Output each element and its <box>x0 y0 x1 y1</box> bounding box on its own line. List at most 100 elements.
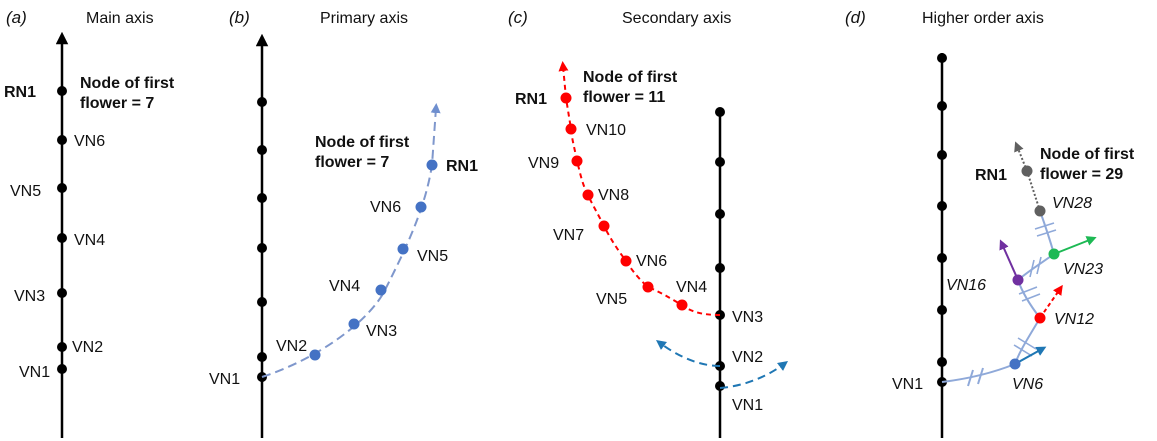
vn28-node <box>1034 205 1046 217</box>
vn9-node <box>571 155 583 167</box>
vn1-node <box>57 364 67 374</box>
vn23-label: VN23 <box>1063 261 1103 278</box>
vn23-arrow <box>1053 236 1097 255</box>
vn9-label: VN9 <box>528 155 559 172</box>
vn4-label: VN4 <box>74 232 105 249</box>
annotation-line-1: Node of first <box>315 134 410 151</box>
main-node <box>937 53 947 63</box>
main-node <box>257 145 267 155</box>
vn28-label: VN28 <box>1052 195 1092 212</box>
annotation-line-1: Node of first <box>583 69 678 86</box>
vn7-label: VN7 <box>553 227 584 244</box>
vn1-branch-arrow <box>719 361 789 389</box>
panel-c-letter: (c) <box>508 8 528 27</box>
vn3-label: VN3 <box>732 309 763 326</box>
vn16-arrow <box>999 239 1019 281</box>
panel-a-letter: (a) <box>6 8 27 27</box>
annotation-line-2: flower = 29 <box>1040 166 1123 183</box>
vn4-node <box>676 299 688 311</box>
panel-b-letter: (b) <box>229 8 250 27</box>
main-node <box>715 263 725 273</box>
panel-d-title: Higher order axis <box>922 10 1044 27</box>
vn6-label: VN6 <box>74 133 105 150</box>
vn6-label: VN6 <box>1012 376 1043 393</box>
panel-a-title: Main axis <box>86 10 154 27</box>
annotation-line-1: Node of first <box>1040 146 1135 163</box>
annotation-line-1: Node of first <box>80 75 175 92</box>
main-node <box>937 201 947 211</box>
panel-d-letter: (d) <box>845 8 866 27</box>
bracket-mark <box>1018 286 1038 295</box>
annotation-line-2: flower = 11 <box>583 89 665 106</box>
vn5-label: VN5 <box>596 291 627 308</box>
vn12-label: VN12 <box>1054 311 1094 328</box>
vn23-node <box>1048 248 1060 260</box>
main-node <box>257 352 267 362</box>
vn6-node <box>620 255 632 267</box>
secondary-axis-branch <box>558 61 721 316</box>
panel-b-title: Primary axis <box>320 10 408 27</box>
vn2-branch-arrow <box>655 340 721 367</box>
rn1-label: RN1 <box>975 167 1007 184</box>
bracket-mark <box>1021 293 1041 302</box>
vn6-label: VN6 <box>370 199 401 216</box>
rn1-node <box>1021 165 1033 177</box>
vn1-label: VN1 <box>892 376 923 393</box>
vn2-node <box>57 342 67 352</box>
vn12-node <box>1034 312 1046 324</box>
panel-d: (d) Higher order axis <box>845 8 1135 438</box>
main-node <box>715 107 725 117</box>
vn16-node <box>1012 274 1024 286</box>
vn5-node <box>642 281 654 293</box>
vn10-node <box>565 123 577 135</box>
panel-c-title: Secondary axis <box>622 10 731 27</box>
panel-c: (c) Secondary axis VN3 VN2 VN1 VN4 VN5 V… <box>508 8 789 438</box>
main-node <box>937 253 947 263</box>
main-node <box>257 97 267 107</box>
vn2-label: VN2 <box>732 349 763 366</box>
vn6-node <box>57 135 67 145</box>
annotation-line-2: flower = 7 <box>315 154 389 171</box>
vn6-node <box>1009 358 1021 370</box>
main-node <box>715 157 725 167</box>
main-node <box>937 305 947 315</box>
vn1-label: VN1 <box>19 364 50 381</box>
panel-b: (b) Primary axis VN1 VN2 VN3 VN4 VN5 VN6… <box>209 8 478 438</box>
annotation-line-2: flower = 7 <box>80 95 154 112</box>
bracket-mark <box>967 369 974 387</box>
rn1-label: RN1 <box>4 84 36 101</box>
main-node <box>257 243 267 253</box>
vn5-label: VN5 <box>10 183 41 200</box>
rn1-label: RN1 <box>446 158 478 175</box>
main-node <box>715 209 725 219</box>
vn6-node <box>415 201 427 213</box>
vn1-label: VN1 <box>732 397 763 414</box>
main-node <box>937 357 947 367</box>
bracket-mark <box>977 367 984 385</box>
vn5-node <box>57 183 67 193</box>
vn1-node <box>715 381 725 391</box>
bracket-mark <box>1036 229 1057 237</box>
vn3-label: VN3 <box>366 323 397 340</box>
vn12-arrow <box>1039 284 1063 319</box>
vn10-label: VN10 <box>586 122 626 139</box>
bracket-mark <box>1036 256 1042 275</box>
vn4-node <box>57 233 67 243</box>
vn4-node <box>375 284 387 296</box>
main-node <box>937 150 947 160</box>
vn8-label: VN8 <box>598 187 629 204</box>
vn7-node <box>598 220 610 232</box>
vn4-label: VN4 <box>676 279 707 296</box>
panel-a: (a) Main axis RN1 Node of first flower =… <box>4 8 175 438</box>
bracket-mark <box>1017 337 1037 350</box>
vn2-label: VN2 <box>72 339 103 356</box>
rn1-node <box>57 86 67 96</box>
branch-segment <box>1026 170 1041 212</box>
vn5-label: VN5 <box>417 248 448 265</box>
vn3-node <box>57 288 67 298</box>
rn1-node <box>426 159 438 171</box>
vn5-node <box>397 243 409 255</box>
main-node <box>937 101 947 111</box>
rn1-label: RN1 <box>515 91 547 108</box>
